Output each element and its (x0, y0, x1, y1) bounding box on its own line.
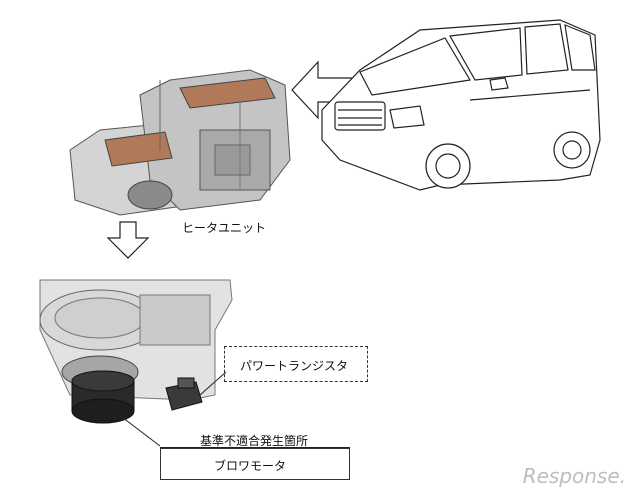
van-drawing (321, 19, 601, 191)
power-transistor-callout (224, 346, 368, 382)
blower-motor-label: ブロワモータ (214, 459, 287, 473)
arrow-down-icon (106, 221, 150, 259)
blower-motor-drawing (39, 279, 233, 447)
response-watermark: Response. (522, 464, 626, 488)
defect-underline (160, 447, 350, 448)
power-transistor-label: パワートランジスタ (240, 359, 349, 373)
defect-location-label: 基準不適合発生箇所 (200, 434, 309, 448)
heater-unit-label: ヒータユニット (182, 221, 267, 235)
power-transistor-drawing (165, 371, 227, 411)
heater-unit-drawing (69, 69, 291, 216)
blower-motor-callout (160, 448, 350, 480)
